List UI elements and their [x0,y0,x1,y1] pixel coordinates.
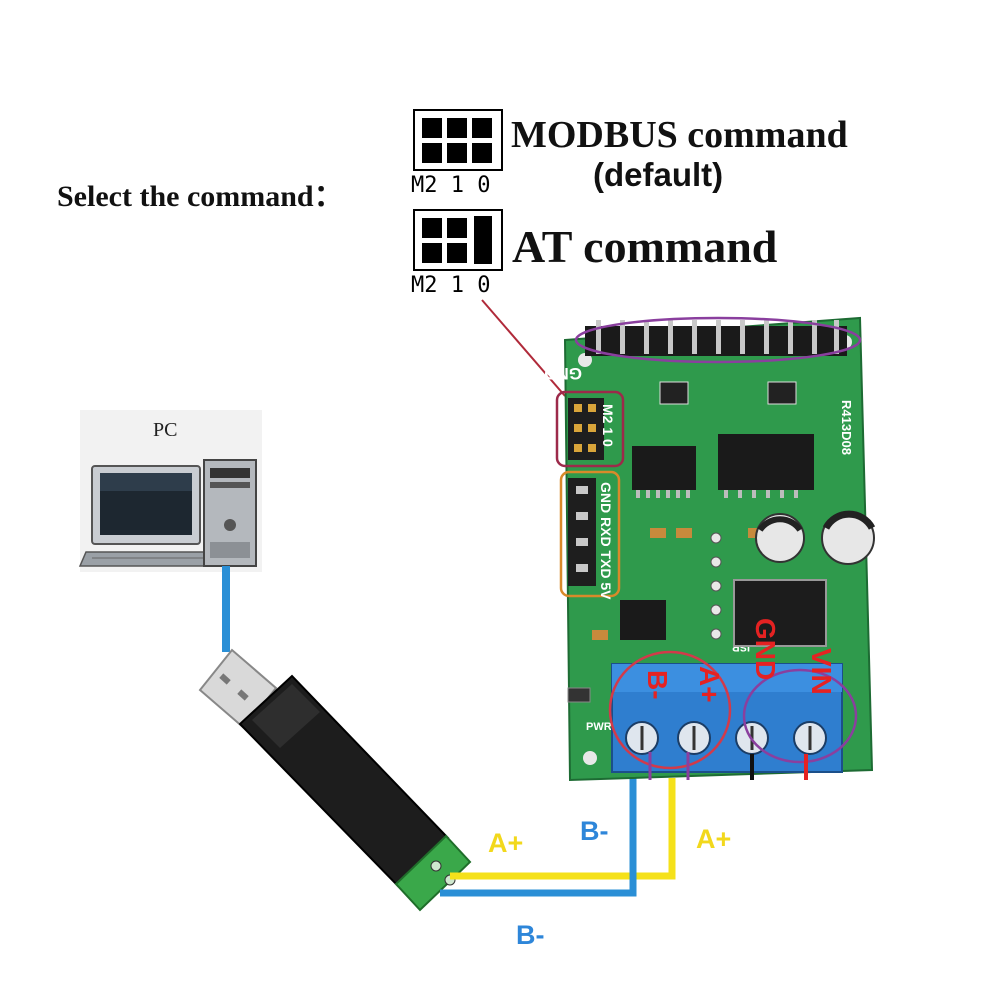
wire-label-b-minus-top: B- [580,816,609,846]
uart-marker [559,470,621,598]
board-jumper-silk: M2 1 0 [600,404,616,447]
wire-label-a-plus-left: A+ [488,828,523,858]
wire-a-plus [450,778,676,880]
jumper-option-modbus: M2 1 0 MODBUS command (default) [411,109,848,198]
jumper-pointer-line [481,299,566,397]
pwr-label: PWR [586,721,612,733]
header-pin-labels: GND 1 2 3 4 5 6 7 8 Vo [406,364,582,383]
wire-label-a-plus-right: A+ [696,824,731,854]
ic-mcu [632,446,696,490]
pin-header [574,316,862,364]
jumper-pin-label-at: M2 1 0 [411,273,490,298]
terminal-label-vin: VIN [806,648,837,695]
power-terminal-marker [742,668,858,764]
terminal-label-gnd: GND [750,618,781,680]
jumper-block-icon [413,209,503,271]
relay-board: GND 1 2 3 4 5 6 7 8 Vo M2 1 0 GND RXD TX… [406,316,876,782]
header-marker [574,316,862,364]
select-command-label: Select the command： [57,180,344,213]
uart-silk: GND RXD TXD 5V [598,482,614,600]
regulator [733,579,827,647]
jumper-marker [555,390,625,468]
board-jumper [555,390,625,468]
pc-label: PC [153,419,177,441]
at-command-label: AT command [512,221,778,272]
ic-transceiver [620,600,666,640]
ic-driver [718,434,814,490]
usb-adapter-icon [198,648,472,912]
jumper-pin-label-modbus: M2 1 0 [411,173,490,198]
modbus-default-label: (default) [593,156,723,193]
jumper-option-at: M2 1 0 AT command [411,209,778,298]
jumper-block-icon [413,109,503,171]
board-model: R413D08 [839,400,854,455]
wire-label-b-minus-bottom: B- [516,920,545,950]
rs485-terminal-marker [608,650,732,770]
capacitors [755,510,876,565]
wire-b-minus [440,778,637,897]
modbus-command-label: MODBUS command [511,114,848,156]
terminal-label-b-minus: B- [642,670,673,700]
terminal-label-a-plus: A+ [694,666,725,703]
pc: PC [78,410,262,572]
terminal-block [608,650,858,773]
uart-header [559,470,621,598]
pc-icon [78,459,257,567]
